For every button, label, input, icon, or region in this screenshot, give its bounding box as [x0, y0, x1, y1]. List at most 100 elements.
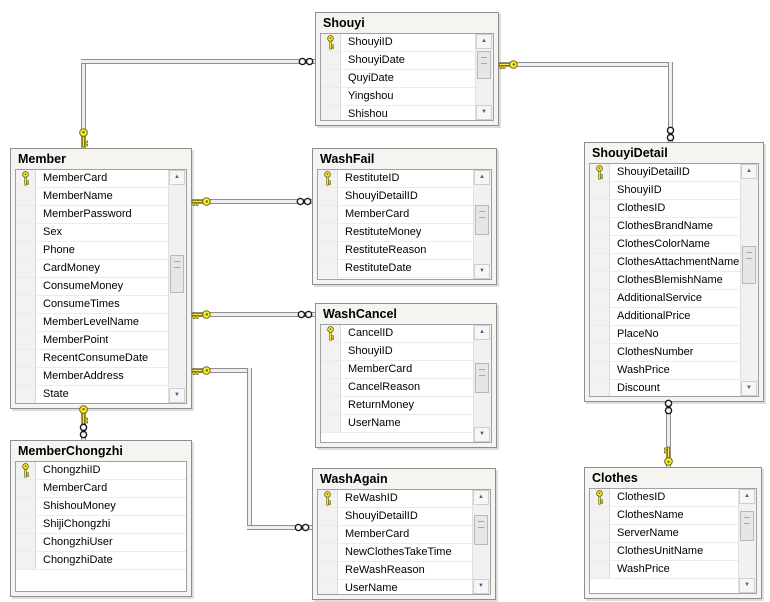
- scroll-thumb[interactable]: [477, 51, 491, 79]
- row-selector[interactable]: [318, 580, 338, 594]
- scroll-up-button[interactable]: ▲: [741, 164, 757, 179]
- relationship-line[interactable]: [247, 525, 312, 530]
- row-selector[interactable]: [16, 534, 36, 551]
- row-selector[interactable]: [16, 368, 36, 385]
- row-selector[interactable]: [16, 516, 36, 533]
- row-selector[interactable]: [590, 326, 610, 343]
- scroll-thumb[interactable]: [170, 255, 184, 293]
- row-selector[interactable]: [590, 182, 610, 199]
- relationship-line[interactable]: [81, 59, 86, 148]
- row-selector[interactable]: [318, 544, 338, 561]
- scroll-thumb[interactable]: [740, 511, 754, 541]
- scroll-up-button[interactable]: ▲: [739, 489, 755, 504]
- row-selector[interactable]: [590, 272, 610, 289]
- row-selector[interactable]: [590, 489, 610, 506]
- scroll-up-button[interactable]: ▲: [476, 34, 492, 49]
- scroll-up-button[interactable]: ▲: [474, 170, 490, 185]
- relationship-line[interactable]: [190, 312, 315, 317]
- row-selector[interactable]: [590, 543, 610, 560]
- row-selector[interactable]: [16, 462, 36, 479]
- row-selector[interactable]: [16, 242, 36, 259]
- row-selector[interactable]: [590, 200, 610, 217]
- row-selector[interactable]: [590, 218, 610, 235]
- relationship-line[interactable]: [190, 199, 315, 204]
- row-selector[interactable]: [590, 362, 610, 379]
- relationship-line[interactable]: [247, 368, 252, 530]
- row-selector[interactable]: [318, 188, 338, 205]
- row-selector[interactable]: [590, 164, 610, 181]
- row-selector[interactable]: [16, 350, 36, 367]
- scroll-thumb[interactable]: [475, 363, 489, 393]
- relationship-line[interactable]: [668, 62, 673, 142]
- row-selector[interactable]: [321, 70, 341, 87]
- scroll-down-button[interactable]: ▼: [474, 264, 490, 279]
- row-selector[interactable]: [16, 260, 36, 277]
- scroll-thumb[interactable]: [475, 205, 489, 235]
- row-selector[interactable]: [318, 526, 338, 543]
- row-selector[interactable]: [318, 206, 338, 223]
- row-selector[interactable]: [318, 490, 338, 507]
- scrollbar[interactable]: ▲ ▼: [740, 164, 758, 396]
- row-selector[interactable]: [321, 379, 341, 396]
- row-selector[interactable]: [321, 325, 341, 342]
- row-selector[interactable]: [16, 188, 36, 205]
- scroll-down-button[interactable]: ▼: [473, 579, 489, 594]
- scroll-up-button[interactable]: ▲: [169, 170, 185, 185]
- scroll-down-button[interactable]: ▼: [741, 381, 757, 396]
- row-selector[interactable]: [590, 561, 610, 578]
- row-selector[interactable]: [16, 170, 36, 187]
- scrollbar[interactable]: ▲ ▼: [472, 490, 490, 594]
- row-selector[interactable]: [16, 552, 36, 569]
- scrollbar[interactable]: ▲ ▼: [473, 170, 491, 279]
- row-selector[interactable]: [321, 52, 341, 69]
- row-selector[interactable]: [590, 290, 610, 307]
- row-selector[interactable]: [321, 343, 341, 360]
- row-selector[interactable]: [16, 498, 36, 515]
- row-selector[interactable]: [321, 361, 341, 378]
- row-selector[interactable]: [590, 507, 610, 524]
- scroll-down-button[interactable]: ▼: [169, 388, 185, 403]
- row-selector[interactable]: [590, 525, 610, 542]
- row-selector[interactable]: [321, 397, 341, 414]
- relationship-line[interactable]: [497, 62, 672, 67]
- row-selector[interactable]: [16, 314, 36, 331]
- scroll-thumb[interactable]: [474, 515, 488, 545]
- row-selector[interactable]: [321, 106, 341, 120]
- row-selector[interactable]: [590, 344, 610, 361]
- row-selector[interactable]: [321, 415, 341, 432]
- scroll-down-button[interactable]: ▼: [739, 578, 755, 593]
- scrollbar[interactable]: ▲ ▼: [738, 489, 756, 593]
- row-selector[interactable]: [16, 278, 36, 295]
- row-selector[interactable]: [590, 254, 610, 271]
- row-selector[interactable]: [590, 236, 610, 253]
- row-selector[interactable]: [318, 562, 338, 579]
- row-selector[interactable]: [16, 206, 36, 223]
- row-selector[interactable]: [318, 260, 338, 277]
- scroll-up-button[interactable]: ▲: [474, 325, 490, 340]
- row-selector[interactable]: [590, 308, 610, 325]
- scrollbar[interactable]: ▲ ▼: [168, 170, 186, 403]
- row-selector[interactable]: [16, 296, 36, 313]
- scroll-thumb[interactable]: [742, 246, 756, 284]
- scroll-down-button[interactable]: ▼: [476, 105, 492, 120]
- relationship-line[interactable]: [666, 400, 671, 467]
- row-selector[interactable]: [321, 88, 341, 105]
- relationship-line[interactable]: [81, 59, 315, 64]
- relationship-line[interactable]: [190, 368, 252, 373]
- row-selector[interactable]: [16, 224, 36, 241]
- row-selector[interactable]: [318, 170, 338, 187]
- scroll-down-button[interactable]: ▼: [474, 427, 490, 442]
- row-selector[interactable]: [318, 224, 338, 241]
- row-selector[interactable]: [16, 480, 36, 497]
- row-selector[interactable]: [318, 242, 338, 259]
- row-selector[interactable]: [590, 380, 610, 396]
- row-selector[interactable]: [318, 508, 338, 525]
- row-selector[interactable]: [321, 34, 341, 51]
